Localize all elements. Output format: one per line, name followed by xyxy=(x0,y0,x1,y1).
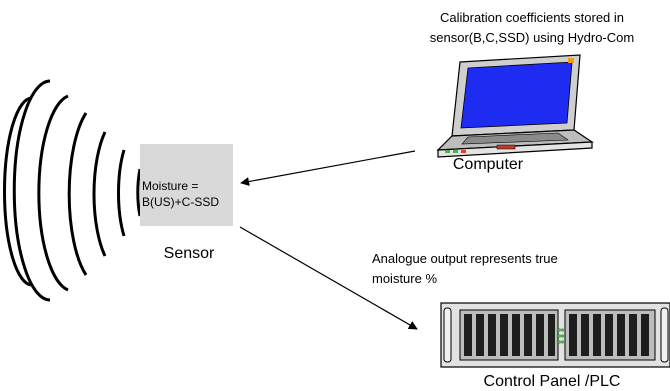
rack-slots-left xyxy=(464,314,555,356)
calibration-note-line1: Calibration coefficients stored in xyxy=(440,10,624,25)
sensor-to-control-panel-arrow xyxy=(239,226,418,330)
signal-waves-icon xyxy=(3,79,142,302)
rack-slots-right xyxy=(569,314,649,356)
sensor-label: Sensor xyxy=(164,245,215,262)
control-panel-label: Control Panel /PLC xyxy=(484,373,621,390)
sensor-formula-line2: B(US)+C-SSD xyxy=(142,195,219,209)
output-note-line1: Analogue output represents true xyxy=(372,251,558,266)
output-note-line2: moisture % xyxy=(372,271,437,286)
rack-status-leds xyxy=(557,328,565,344)
computer-label: Computer xyxy=(453,156,524,173)
laptop-icon xyxy=(436,54,594,158)
computer-to-sensor-arrow xyxy=(240,150,416,186)
calibration-note-line2: sensor(B,C,SSD) using Hydro-Com xyxy=(430,30,634,45)
control-panel-rack-icon xyxy=(440,302,670,368)
sensor-formula-line1: Moisture = xyxy=(142,179,198,193)
sensor-box xyxy=(140,144,233,226)
